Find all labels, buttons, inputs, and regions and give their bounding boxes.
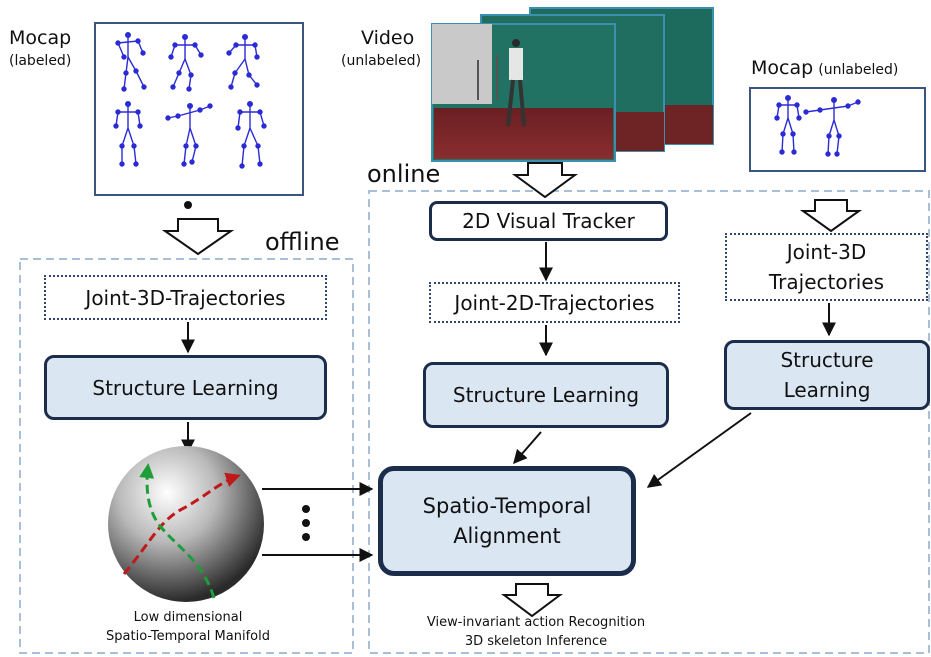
mocap-trajectories-line2: Trajectories <box>768 270 885 294</box>
manifold-caption: Low dimensional Spatio-Temporal Manifold <box>98 608 278 646</box>
joint-2d-trajectories-box: Joint-2D-Trajectories <box>429 282 680 323</box>
video-title: Video <box>361 27 415 49</box>
mocap-unlabeled-heading: Mocap (unlabeled) <box>751 57 898 79</box>
manifold-caption-line1: Low dimensional <box>133 610 243 625</box>
block-arrow-output <box>501 583 563 618</box>
offline-structure-learning-box: Structure Learning <box>44 355 327 420</box>
mocap-unlabeled-subtitle: (unlabeled) <box>818 62 899 78</box>
output-caption-line1: View-invariant action Recognition <box>426 615 646 630</box>
output-caption: View-invariant action Recognition 3D ske… <box>402 613 670 651</box>
skeleton-icons-unlabeled <box>774 95 861 157</box>
mocap-labeled-title: Mocap <box>9 27 72 49</box>
offline-label: offline <box>265 228 340 256</box>
ellipsis-dots-vertical-manifold <box>302 505 310 541</box>
block-arrow-video <box>511 162 579 199</box>
video-frames <box>431 7 714 162</box>
visual-tracker-box: 2D Visual Tracker <box>429 201 668 241</box>
mocap-structure-learning-box: Structure Learning <box>724 340 930 410</box>
mocap-structure-line1: Structure <box>780 348 874 372</box>
online-label: online <box>367 160 441 188</box>
manifold-sphere <box>108 446 264 602</box>
manifold-caption-line2: Spatio-Temporal Manifold <box>106 629 270 644</box>
mocap-trajectories-line1: Joint-3D <box>786 240 867 264</box>
output-caption-line2: 3D skeleton Inference <box>464 634 608 649</box>
alignment-line2: Alignment <box>453 524 561 548</box>
video-subtitle: (unlabeled) <box>341 53 422 69</box>
skeleton-icons-labeled <box>113 32 267 169</box>
arrow-structure-alignment <box>513 431 542 465</box>
offline-joint-3d-trajectories-box: Joint-3D-Trajectories <box>44 275 327 320</box>
block-arrow-offline <box>161 218 235 256</box>
block-arrow-mocap <box>799 199 863 233</box>
online-region <box>368 190 930 654</box>
online-structure-learning-box: Structure Learning <box>423 362 669 428</box>
mocap-joint-3d-trajectories-box: Joint-3D Trajectories <box>725 233 928 301</box>
arrow-mocapstructure-alignment <box>646 412 752 488</box>
alignment-line1: Spatio-Temporal <box>422 494 592 518</box>
mocap-structure-line2: Learning <box>783 378 871 402</box>
spatio-temporal-alignment-box: Spatio-Temporal Alignment <box>378 466 636 576</box>
mocap-labeled-subtitle: (labeled) <box>9 53 72 69</box>
mocap-unlabeled-title: Mocap <box>751 57 814 79</box>
